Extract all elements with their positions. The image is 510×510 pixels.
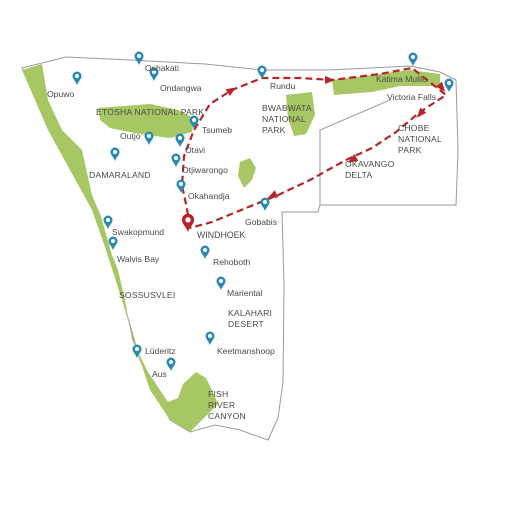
country-outline [21, 56, 459, 441]
region-bwabwata-2: NATIONAL [262, 114, 306, 124]
small-park [238, 158, 256, 188]
map-pin-icon[interactable] [260, 197, 270, 212]
map-pin-icon[interactable] [110, 147, 120, 162]
region-chobe-1: CHOBE [398, 123, 430, 133]
map-pin-icon[interactable] [176, 179, 186, 194]
town-label-oshakati: Oshakati [145, 63, 179, 73]
map-pin-icon[interactable] [72, 71, 82, 86]
start-label: WINDHOEK [197, 230, 246, 240]
route-arrow-icon [267, 190, 279, 199]
region-chobe-2: NATIONAL [398, 134, 442, 144]
town-label-outjo: Outjo [120, 131, 141, 141]
map-pin-icon[interactable] [108, 236, 118, 251]
map-pin-dot [75, 74, 79, 78]
map-pin-dot [179, 182, 183, 186]
start-pin-dot [185, 217, 191, 223]
bwabwata-park [286, 92, 315, 136]
region-kalahari-2: DESERT [228, 319, 264, 329]
map-pin-dot [152, 70, 156, 74]
town-label-aus: Aus [152, 369, 167, 379]
map-pin-dot [106, 218, 110, 222]
map-pin-dot [263, 200, 267, 204]
route-arrow-icon [325, 76, 335, 84]
town-label-keetmanshoop: Keetmanshoop [217, 346, 275, 356]
map-pin-icon[interactable] [189, 115, 199, 130]
route-arrows [225, 76, 446, 199]
region-kalahari-1: KALAHARI [228, 308, 272, 318]
map-pin-icon[interactable] [132, 344, 142, 359]
map-pin-dot [169, 360, 173, 364]
region-bwabwata-1: BWABWATA [262, 103, 312, 113]
route-arrow-icon [225, 87, 237, 97]
border-line [319, 99, 391, 205]
green-areas [22, 64, 440, 432]
map-pin-icon[interactable] [175, 133, 185, 148]
region-etosha: ETOSHA NATIONAL PARK [96, 107, 204, 117]
map-pin-icon[interactable] [103, 215, 113, 230]
map-pin-dot [178, 136, 182, 140]
map-pin-dot [111, 239, 115, 243]
map-pin-dot [203, 248, 207, 252]
town-label-mariental: Mariental [227, 288, 262, 298]
town-label-opuwo: Opuwo [47, 89, 74, 99]
town-label-tsumeb: Tsumeb [202, 125, 232, 135]
map-pin-dot [219, 279, 223, 283]
map-pin-icon[interactable] [216, 276, 226, 291]
town-label-katima: Katima Mulilo [376, 74, 428, 84]
town-label-walvis: Walvis Bay [117, 254, 160, 264]
town-label-ondangwa: Ondangwa [160, 83, 202, 93]
region-okavango-2: DELTA [345, 170, 372, 180]
region-fishriver-1: FISH [208, 389, 228, 399]
town-label-swakopmund: Swakopmund [112, 227, 164, 237]
map-pin-dot [411, 55, 415, 59]
map-pin-icon[interactable] [171, 153, 181, 168]
region-damaraland: DAMARALAND [89, 170, 151, 180]
town-label-rundu: Rundu [270, 81, 296, 91]
map-pin-icon[interactable] [166, 357, 176, 372]
route-arrow-icon [347, 153, 359, 163]
start-pin-icon[interactable] [181, 213, 195, 232]
start-pin-icon[interactable] [181, 213, 195, 232]
etosha-park [98, 104, 194, 138]
map-pin-icon[interactable] [200, 245, 210, 260]
town-pins [72, 51, 454, 372]
map-pin-icon[interactable] [134, 51, 144, 66]
region-fishriver-2: RIVER [208, 400, 235, 410]
tour-route [180, 66, 448, 230]
caprivi-park [332, 70, 440, 95]
map-pin-dot [137, 54, 141, 58]
map-pin-icon[interactable] [205, 331, 215, 346]
town-label-luderitz: Lüderitz [145, 346, 176, 356]
route-arrow-icon [416, 107, 427, 118]
region-okavango-1: OKAVANGO [345, 159, 395, 169]
region-sossusvlei: SOSSUSVLEI [119, 290, 175, 300]
map-pin-icon[interactable] [149, 67, 159, 82]
region-chobe-3: PARK [398, 145, 422, 155]
route-arrow-icon [435, 81, 446, 92]
map-pin-dot [447, 81, 451, 85]
map-pin-icon[interactable] [444, 78, 454, 93]
town-label-otavi: Otavi [185, 145, 205, 155]
map-pin-dot [135, 347, 139, 351]
map-pin-dot [192, 118, 196, 122]
map-pin-dot [113, 150, 117, 154]
town-label-rehoboth: Rehoboth [213, 257, 250, 267]
map-pin-icon[interactable] [257, 65, 267, 80]
region-fishriver-3: CANYON [208, 411, 246, 421]
town-label-otjiwarongo: Otjiwarongo [182, 165, 228, 175]
town-label-okahandja: Okahandja [188, 191, 230, 201]
map-pin-dot [260, 68, 264, 72]
town-label-gobabis: Gobabis [245, 217, 277, 227]
region-bwabwata-3: PARK [262, 125, 286, 135]
map-pin-dot [208, 334, 212, 338]
coastal-strip [22, 64, 218, 432]
map-pin-icon[interactable] [144, 131, 154, 146]
town-label-vicfalls: Victoria Falls [387, 92, 436, 102]
map-pin-dot [147, 134, 151, 138]
map-pin-icon[interactable] [408, 52, 418, 67]
map-pin-dot [174, 156, 178, 160]
